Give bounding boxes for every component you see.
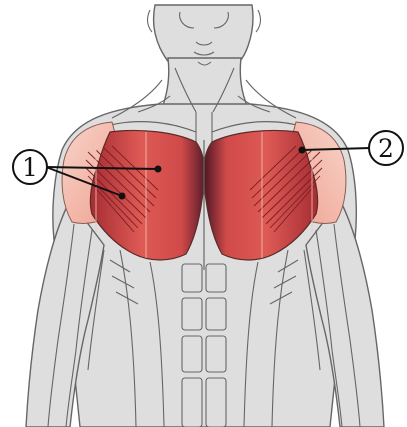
callout-1-dot-bottom bbox=[119, 193, 126, 200]
callout-1-dot-top bbox=[155, 166, 162, 173]
callout-2-number: 2 bbox=[378, 134, 394, 163]
callout-2-dot bbox=[299, 147, 306, 154]
callout-1-number: 1 bbox=[22, 153, 38, 182]
